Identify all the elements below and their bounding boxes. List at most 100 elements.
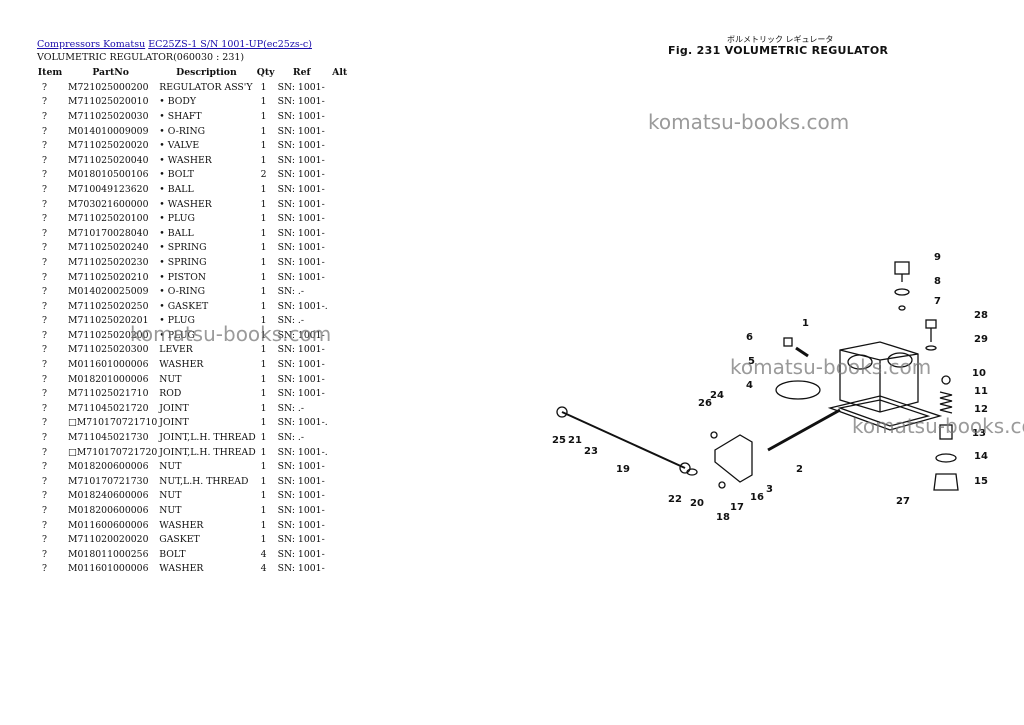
- partno-cell: M710170028040: [68, 227, 149, 239]
- lever-shape: [714, 434, 753, 483]
- partno-cell: M018010500106: [68, 169, 149, 181]
- breadcrumb: Compressors Komatsu EC25ZS-1 S/N 1001-UP…: [37, 39, 312, 50]
- alt-cell: [328, 168, 352, 183]
- description-cell: JOINT,L.H. THREAD: [159, 432, 256, 444]
- breadcrumb-link-model[interactable]: EC25ZS-1 S/N 1001-UP(ec25zs-c): [148, 39, 312, 50]
- alt-cell: [328, 372, 352, 387]
- partno-cell: M711025020100: [68, 213, 149, 225]
- partno-cell: M018200600006: [68, 461, 149, 473]
- qty-cell: 1: [260, 81, 267, 93]
- description-cell: • BODY: [159, 96, 196, 108]
- item-cell: ?: [42, 183, 47, 195]
- callout-23: 23: [584, 446, 598, 457]
- qty-cell: 1: [260, 505, 267, 517]
- qty-cell: 1: [260, 300, 267, 312]
- ref-cell: SN: 1001-: [277, 490, 325, 502]
- breadcrumb-link-brand[interactable]: Compressors Komatsu: [37, 39, 146, 50]
- item-cell: ?: [42, 96, 47, 108]
- figure-title: Fig. 231 VOLUMETRIC REGULATOR: [668, 44, 889, 57]
- column-header-alt: Alt: [332, 66, 348, 78]
- item-cell: ?: [42, 329, 47, 341]
- ref-cell: SN: 1001-: [277, 373, 325, 385]
- alt-cell: [328, 95, 352, 110]
- ref-cell: SN: 1001-: [277, 505, 325, 517]
- ref-cell: SN: 1001-: [277, 534, 325, 546]
- description-cell: • VALVE: [159, 140, 200, 152]
- ref-cell: SN: 1001-: [277, 81, 325, 93]
- description-cell: NUT: [159, 490, 182, 502]
- alt-cell: [328, 401, 352, 416]
- item-cell: ?: [42, 402, 47, 414]
- partno-cell: M711025020030: [68, 110, 149, 122]
- ref-cell: SN: 1001-: [277, 198, 325, 210]
- description-cell: NUT: [159, 373, 182, 385]
- callout-20: 20: [690, 498, 704, 509]
- item-cell: ?: [42, 490, 47, 502]
- callout-18: 18: [716, 512, 730, 523]
- description-cell: WASHER: [159, 359, 204, 371]
- description-cell: GASKET: [159, 534, 200, 546]
- shaft-shape: [767, 408, 841, 452]
- item-cell: ?: [42, 271, 47, 283]
- item-cell: ?: [42, 373, 47, 385]
- description-cell: • GASKET: [159, 300, 209, 312]
- ref-cell: SN: 1001-: [277, 519, 325, 531]
- alt-cell: [328, 124, 352, 139]
- washer-5-shape: [795, 346, 809, 358]
- item-cell: ?: [42, 417, 47, 429]
- description-cell: • PISTON: [159, 271, 206, 283]
- regulator-body-edges: [839, 349, 919, 412]
- valve-4-shape: [775, 380, 821, 400]
- item-cell: ?: [42, 548, 47, 560]
- item-cell: ?: [42, 110, 47, 122]
- ref-cell: SN: 1001-: [277, 183, 325, 195]
- qty-cell: 1: [260, 286, 267, 298]
- description-cell: • O-RING: [159, 125, 206, 137]
- callout-19: 19: [616, 464, 630, 475]
- nut-24-shape: [710, 431, 718, 439]
- alt-cell: [328, 532, 352, 547]
- gasket-inner: [837, 399, 931, 427]
- ref-cell: SN: 1001-: [277, 169, 325, 181]
- description-cell: • SPRING: [159, 242, 207, 254]
- callout-10: 10: [972, 368, 986, 379]
- alt-cell: [328, 459, 352, 474]
- partno-cell: M018201000006: [68, 373, 149, 385]
- alt-cell: [328, 503, 352, 518]
- qty-cell: 4: [260, 548, 267, 560]
- qty-cell: 1: [260, 242, 267, 254]
- ref-cell: SN: 1001-: [277, 213, 325, 225]
- callout-2: 2: [796, 464, 803, 475]
- plug-top-shape: [894, 261, 910, 275]
- ref-cell: SN: .-: [277, 432, 305, 444]
- item-cell: ?: [42, 344, 47, 356]
- qty-cell: 1: [260, 227, 267, 239]
- item-cell: ?: [42, 242, 47, 254]
- item-cell: ?: [42, 300, 47, 312]
- column-header-ref: Ref: [292, 66, 311, 78]
- item-cell: ?: [42, 519, 47, 531]
- item-cell: ?: [42, 461, 47, 473]
- joint-left-shape: [556, 406, 568, 418]
- item-cell: ?: [42, 432, 47, 444]
- column-header-partno: PartNo: [92, 66, 129, 78]
- partno-cell: M711025020250: [68, 300, 149, 312]
- item-cell: ?: [42, 81, 47, 93]
- ref-cell: SN: 1001-: [277, 329, 325, 341]
- partno-cell: M011601000006: [68, 359, 149, 371]
- item-cell: ?: [42, 125, 47, 137]
- item-cell: ?: [42, 505, 47, 517]
- description-cell: • BALL: [159, 227, 194, 239]
- callout-13: 13: [972, 428, 986, 439]
- ref-cell: SN: 1001-: [277, 461, 325, 473]
- description-cell: LEVER: [159, 344, 193, 356]
- table-header-row: Item PartNo Description Qty Ref Alt: [36, 64, 352, 80]
- callout-15: 15: [974, 476, 988, 487]
